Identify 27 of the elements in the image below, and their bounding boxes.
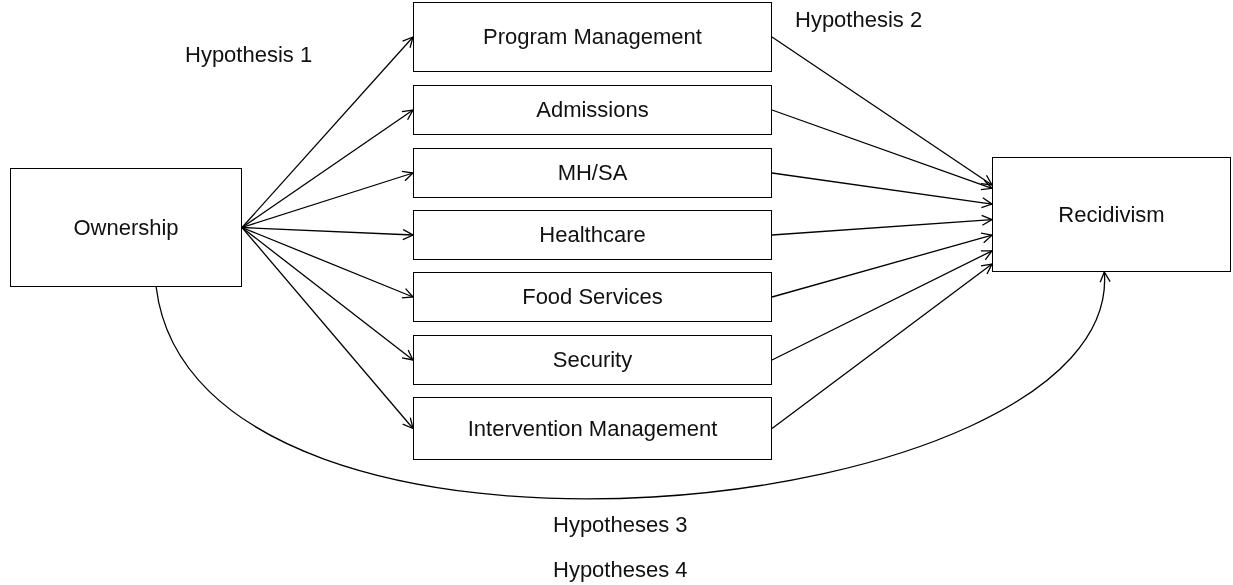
arrow <box>771 232 993 298</box>
arrow <box>241 109 414 229</box>
variable-box: Recidivism <box>992 157 1231 272</box>
hypothesis-label: Hypothesis 1 <box>185 42 313 68</box>
arrow <box>771 172 993 209</box>
hypothesis-label: Hypotheses 3 <box>553 512 688 538</box>
hypothesis-label: Hypothesis 2 <box>795 7 923 33</box>
factor-box: MH/SA <box>413 148 772 198</box>
factor-box: Security <box>413 335 772 385</box>
factor-box: Program Management <box>413 2 772 72</box>
factor-box: Intervention Management <box>413 397 772 460</box>
factor-box: Food Services <box>413 272 772 322</box>
arrow <box>241 36 414 229</box>
arrow <box>771 36 993 186</box>
arrow <box>241 226 414 299</box>
arrow <box>241 226 414 241</box>
arrow <box>771 109 993 191</box>
factor-box: Healthcare <box>413 210 772 260</box>
arrow <box>241 170 414 229</box>
variable-box: Ownership <box>10 168 242 287</box>
factor-box: Admissions <box>413 85 772 135</box>
arrow <box>155 271 1108 499</box>
hypothesis-label: Hypotheses 4 <box>553 557 688 583</box>
arrow <box>771 250 993 361</box>
arrow <box>241 226 414 430</box>
arrow <box>771 214 993 236</box>
arrow <box>771 263 993 430</box>
